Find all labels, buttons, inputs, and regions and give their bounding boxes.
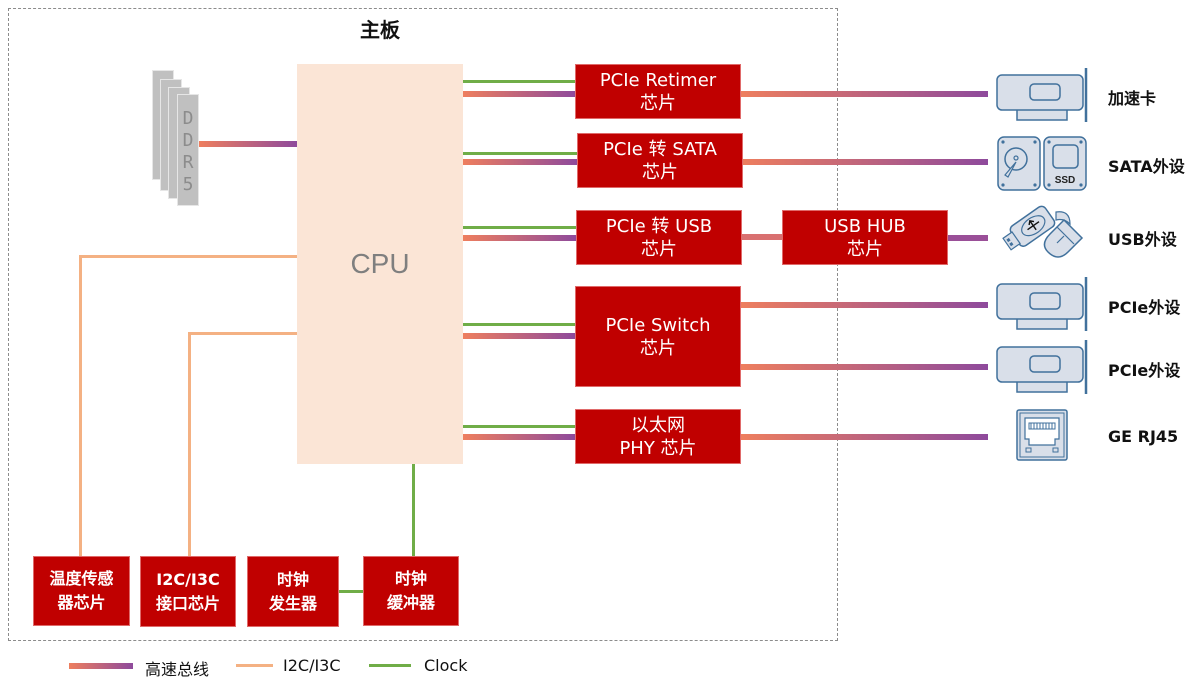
chip-clock-buffer: 时钟 缓冲器 [363,556,459,626]
chip-pcie-to-usb: PCIe 转 USB 芯片 [576,210,742,265]
ddr5-char: 5 [182,174,194,195]
i2c-line [79,255,297,258]
chip-label: 接口芯片 [155,593,220,613]
chip-label: 芯片 [640,337,676,359]
chip-label: 缓冲器 [386,593,435,612]
legend-label: Clock [424,656,468,675]
chip-label: PCIe Retimer [599,69,717,91]
bus-line [741,159,988,165]
legend: 高速总线 I2C/I3C Clock [0,650,600,685]
legend-swatch-i2c [236,664,273,667]
ddr5-label: D D R 5 [177,108,199,196]
chip-label: 温度传感 [49,569,114,588]
ddr5-char: D [182,130,194,151]
device-label-sata: SATA外设 [1108,157,1185,176]
bus-line [463,235,577,241]
chip-pcie-retimer: PCIe Retimer 芯片 [575,64,741,119]
chip-label: 芯片 [641,238,677,260]
bus-line [947,235,988,241]
clock-line [463,323,575,326]
i2c-line [79,255,82,557]
chip-i2c-i3c-interface: I2C/I3C 接口芯片 [140,556,236,627]
device-label-accelerator: 加速卡 [1108,89,1157,108]
cpu-block: CPU [297,64,463,464]
clock-line [463,80,576,83]
pcie-card-icon [996,340,1088,394]
chip-label: 芯片 [642,161,678,183]
clock-line [463,152,577,155]
chip-label: USB HUB [824,215,906,237]
rj45-port-icon [1016,409,1068,461]
chip-clock-generator: 时钟 发生器 [247,556,339,627]
legend-swatch-clock [369,664,411,667]
hdd-ssd-icon: SSD [997,136,1087,191]
bus-line [741,434,988,440]
chip-pcie-switch: PCIe Switch 芯片 [575,286,741,387]
chip-usb-hub: USB HUB 芯片 [782,210,948,265]
bus-line [742,234,782,240]
chip-label: 发生器 [268,593,317,613]
memory-stick [177,94,199,206]
ssd-text: SSD [1055,175,1076,186]
pcie-card-icon [996,277,1088,331]
i2c-line [188,332,191,557]
motherboard-title: 主板 [360,18,400,42]
chip-label: 器芯片 [57,593,106,612]
chip-label: 芯片 [640,92,676,114]
usb-mouse-icon [1002,205,1084,258]
clock-line [339,590,365,593]
pcie-card-icon [996,68,1088,122]
bus-line [463,91,576,97]
ddr-bus-line [199,141,297,147]
clock-line [463,226,577,229]
ddr5-char: R [182,152,194,173]
device-label-pcie: PCIe外设 [1108,361,1181,380]
device-label-pcie: PCIe外设 [1108,298,1181,317]
chip-label: PCIe Switch [605,314,711,336]
device-label-rj45: GE RJ45 [1108,427,1179,446]
cpu-label: CPU [350,248,410,279]
chip-temperature-sensor: 温度传感 器芯片 [33,556,130,626]
bus-line [741,302,988,308]
clock-line [412,464,415,557]
chip-label: PCIe 转 SATA [603,138,717,160]
ddr5-char: D [182,108,194,129]
chip-label: PHY 芯片 [619,437,697,459]
legend-label: 高速总线 [145,660,210,679]
chip-label: 时钟 [276,569,309,589]
legend-swatch-high-speed-bus [69,663,133,669]
chip-label: 以太网 [631,414,685,436]
bus-line [463,434,575,440]
motherboard-boundary [8,8,838,641]
device-label-usb: USB外设 [1108,230,1177,249]
chip-label: PCIe 转 USB [605,215,713,237]
legend-label: I2C/I3C [283,656,341,675]
i2c-line [188,332,297,335]
chip-label: 时钟 [394,569,427,588]
chip-ethernet-phy: 以太网 PHY 芯片 [575,409,741,464]
bus-line [741,91,988,97]
clock-line [463,425,575,428]
bus-line [463,333,575,339]
chip-pcie-to-sata: PCIe 转 SATA 芯片 [577,133,743,188]
bus-line [741,364,988,370]
chip-label: 芯片 [847,238,883,260]
chip-label: I2C/I3C [156,569,220,589]
bus-line [463,159,577,165]
